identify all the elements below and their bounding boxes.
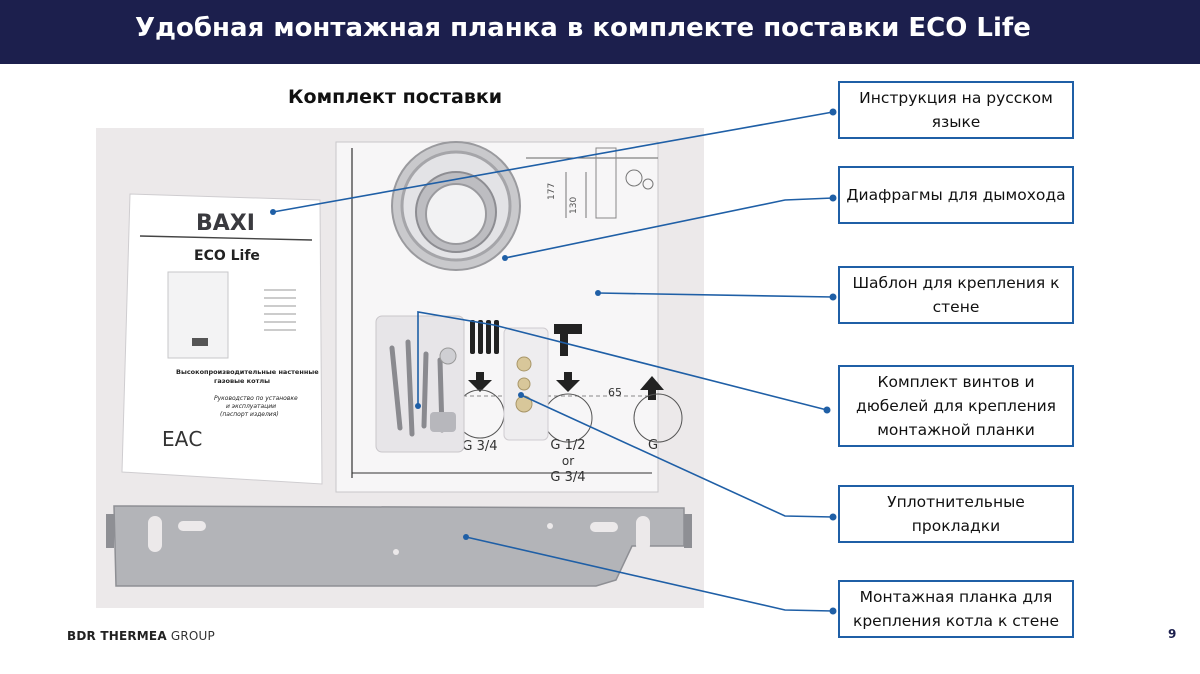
slide-title: Удобная монтажная планка в комплекте пос…: [135, 13, 1031, 43]
callout-instruction-label: Инструкция на русском языке: [859, 89, 1053, 131]
template-label-g34-alt: G 3/4: [550, 470, 585, 485]
template-dim-vertical-2: 130: [569, 197, 579, 214]
product-photo: 177 130 65: [96, 128, 704, 608]
manual-guide-2: и эксплуатации: [226, 403, 276, 410]
manual-desc-1: Высокопроизводительные настенные: [176, 368, 319, 376]
callout-gaskets-label: Уплотнительные прокладки: [887, 493, 1025, 535]
template-dim-65: 65: [608, 386, 622, 399]
gaskets-kit: [503, 327, 549, 441]
callout-mounting-bracket-label: Монтажная планка для крепления котла к с…: [852, 588, 1060, 630]
template-label-g12: G 1/2: [550, 438, 585, 453]
callout-gaskets: Уплотнительные прокладки: [838, 485, 1074, 543]
manual-brand: BAXI: [196, 211, 255, 236]
flue-diaphragms: [391, 141, 521, 271]
template-label-g34: G 3/4: [462, 439, 497, 454]
callout-wall-template: Шаблон для крепления к стене: [838, 266, 1074, 324]
callout-instruction: Инструкция на русском языке: [838, 81, 1074, 139]
template-label-or: or: [562, 454, 574, 468]
callout-flue-diaphragms-label: Диафрагмы для дымохода: [846, 186, 1066, 204]
title-bar: Удобная монтажная планка в комплекте пос…: [0, 0, 1200, 64]
company-logo-light: GROUP: [170, 629, 215, 643]
company-logo-bold: BDR THERMEA: [67, 629, 167, 643]
callout-screws-dowels: Комплект винтов и дюбелей для крепления …: [838, 365, 1074, 447]
section-subtitle: Комплект поставки: [288, 86, 503, 108]
page-number: 9: [1168, 627, 1177, 641]
photo-illustration: 177 130 65: [106, 141, 692, 587]
template-dim-vertical-1: 177: [547, 183, 557, 200]
mounting-bracket: [106, 505, 692, 587]
manual-guide-3: (паспорт изделия): [220, 411, 279, 418]
callout-wall-template-label: Шаблон для крепления к стене: [852, 274, 1060, 316]
eac-mark: ЕАС: [162, 427, 202, 451]
instruction-manual: BAXI ECO Life Высокопроизводительные нас…: [121, 193, 323, 485]
screws-dowels-kit: [375, 315, 465, 453]
manual-guide-1: Руководство по установке: [214, 395, 298, 402]
callout-flue-diaphragms: Диафрагмы для дымохода: [838, 166, 1074, 224]
manual-desc-2: газовые котлы: [214, 377, 270, 385]
callout-mounting-bracket: Монтажная планка для крепления котла к с…: [838, 580, 1074, 638]
manual-model: ECO Life: [194, 248, 260, 264]
template-label-g: G: [648, 438, 658, 453]
company-logo: BDR THERMEA GROUP: [67, 629, 215, 643]
callout-screws-dowels-label: Комплект винтов и дюбелей для крепления …: [855, 373, 1057, 439]
